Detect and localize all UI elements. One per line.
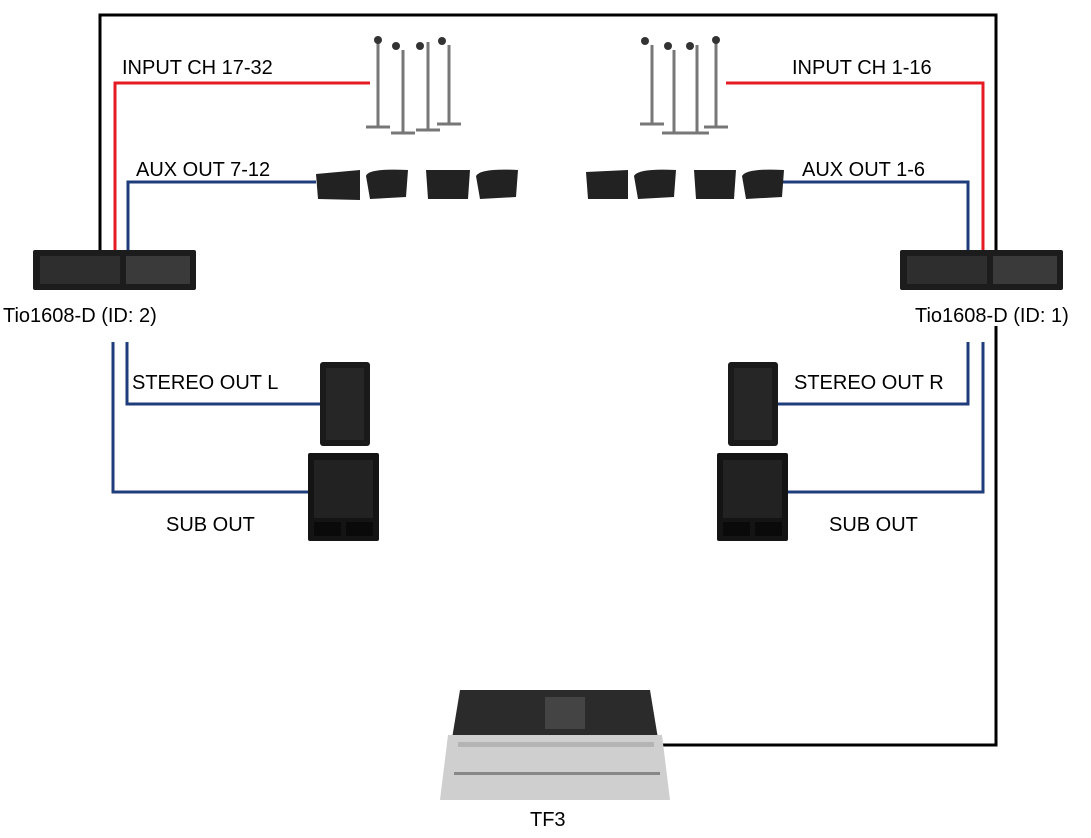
right-input-cable [726, 81, 985, 252]
right-stereo-label: STEREO OUT R [794, 372, 944, 394]
network-cable-console [662, 320, 998, 747]
right-sub-cable [772, 342, 985, 494]
left-input-label: INPUT CH 17-32 [122, 57, 273, 79]
left-subwoofer-icon [308, 453, 379, 541]
right-stereo-cable [768, 342, 970, 406]
mixing-console-icon [440, 690, 670, 800]
right-stagebox-icon [900, 250, 1063, 290]
output-cables [111, 180, 985, 494]
right-stagebox-label: Tio1608-D (ID: 1) [915, 305, 1069, 327]
right-aux-label: AUX OUT 1-6 [802, 159, 925, 181]
left-sub-label: SUB OUT [166, 514, 255, 536]
left-aux-cable [126, 180, 316, 252]
microphone-group-right-icon [640, 36, 728, 135]
console-label: TF3 [530, 809, 566, 831]
left-stagebox-label: Tio1608-D (ID: 2) [3, 305, 157, 327]
left-main-speaker-icon [320, 362, 370, 446]
left-stereo-label: STEREO OUT L [132, 372, 279, 394]
left-sub-cable [111, 342, 308, 494]
network-cables [98, 13, 998, 747]
left-input-cable [113, 81, 370, 252]
floor-monitors-right-icon [586, 169, 784, 199]
left-stereo-cable [125, 342, 320, 406]
right-sub-label: SUB OUT [829, 514, 918, 536]
right-input-label: INPUT CH 1-16 [792, 57, 932, 79]
left-aux-label: AUX OUT 7-12 [136, 159, 271, 181]
left-stagebox-icon [33, 250, 196, 290]
right-subwoofer-icon [717, 453, 788, 541]
input-cables [113, 81, 985, 252]
floor-monitors-left-icon [316, 169, 518, 200]
right-main-speaker-icon [728, 362, 778, 446]
microphone-group-left-icon [366, 36, 461, 135]
network-cable-top [98, 13, 998, 252]
right-aux-cable [775, 180, 970, 252]
